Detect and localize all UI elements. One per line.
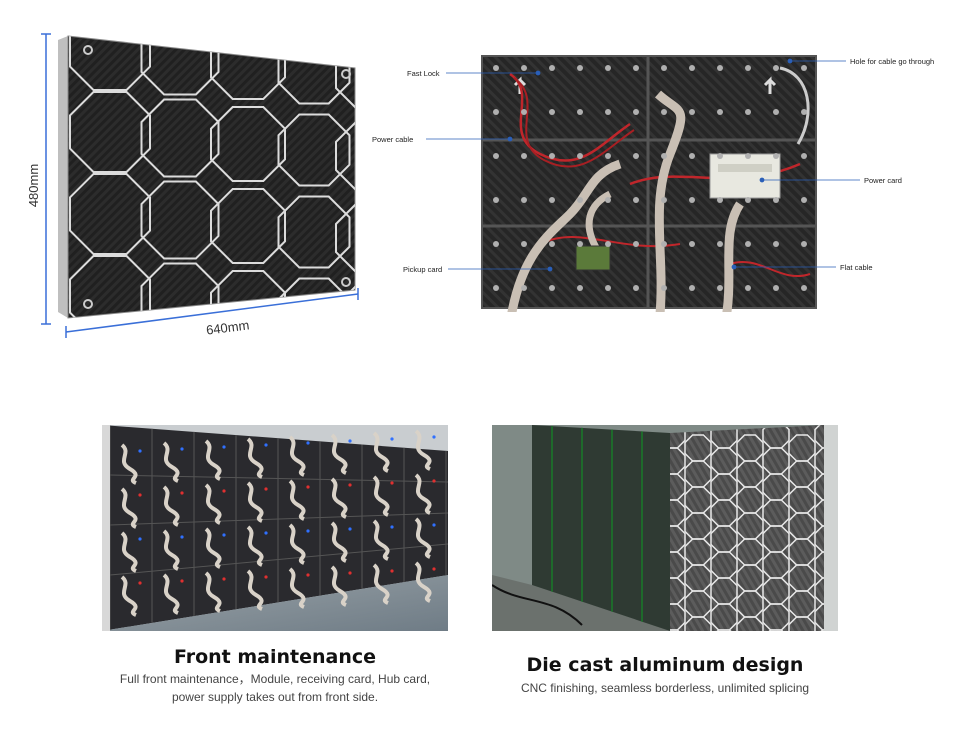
front-maintenance-title: Front maintenance [173,646,377,668]
front-panel-figure: 480mm 640mm [26,28,370,348]
die-cast-description: CNC finishing, seamless borderless, unli… [520,681,810,695]
callout-power-cable: Power cable [372,135,414,144]
front-maintenance-photo [102,425,448,631]
led-panel-front-image [41,33,359,338]
width-dimension-line [65,293,359,333]
led-panel-back-image [481,55,817,312]
die-cast-photo [492,425,838,631]
callout-pickup-card: Pickup card [403,265,443,274]
height-label: 480mm [26,163,42,208]
callout-fast-lock: Fast Lock [407,69,440,78]
callout-flat-cable: Flat cable [840,263,873,272]
callout-power-card: Power card [864,176,902,185]
die-cast-title: Die cast aluminum design [526,654,804,676]
front-maintenance-description: Full front maintenance，Module, receiving… [92,670,458,706]
front-maintenance-desc-line2: power supply takes out from front side. [171,690,379,704]
callout-cable-hole: Hole for cable go through [850,57,935,66]
back-panel-figure: Fast Lock Power cable Pickup card Hole f… [370,50,960,340]
front-maintenance-desc-line1: Full front maintenance，Module, receiving… [119,672,431,686]
